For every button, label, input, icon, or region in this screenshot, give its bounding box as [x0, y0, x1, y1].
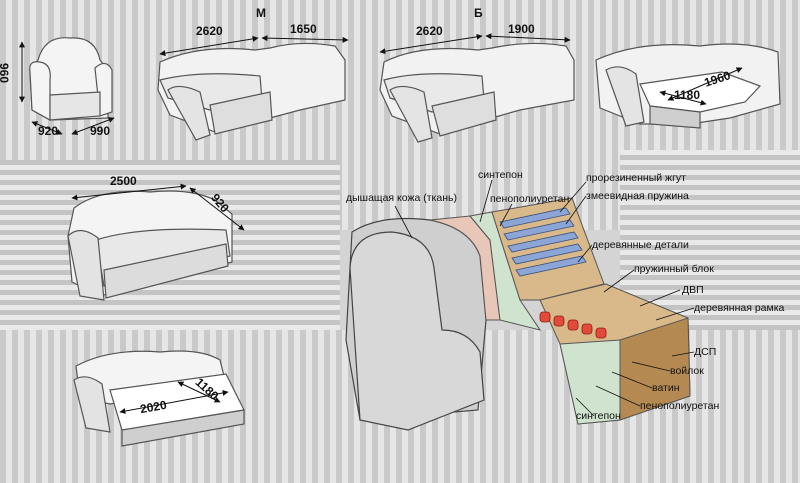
corner-sofa-m-drawing	[157, 42, 346, 141]
label-wood-parts: деревянные детали	[592, 239, 689, 251]
armchair-height-label: 960	[0, 62, 12, 84]
label-vatin: ватин	[652, 382, 680, 394]
seat-foam-layer	[559, 339, 621, 425]
label-snake-spring: змеевидная пружина	[586, 190, 689, 202]
corner-m-right-label: 1650	[290, 22, 317, 36]
corner-bed-width-label: 1180	[674, 88, 701, 102]
armchair-drawing	[29, 37, 113, 122]
label-wood-frame: деревянная рамка	[694, 302, 785, 314]
jute-slats	[499, 207, 587, 277]
background-stripes-right	[620, 150, 800, 330]
label-dsp: ДСП	[694, 346, 717, 358]
label-foam-top: пенополиуретан	[490, 193, 570, 205]
label-sintepon-bottom: синтепон	[576, 410, 621, 422]
corner-b-right-label: 1900	[508, 22, 535, 36]
corner-b-left-label: 2620	[416, 24, 443, 38]
label-felt: войлок	[670, 365, 704, 377]
label-sintepon-top: синтепон	[478, 169, 523, 181]
corner-m-left-label: 2620	[196, 24, 223, 38]
armchair-depth-label: 990	[90, 124, 111, 138]
armrest	[349, 231, 485, 431]
leader-lines	[394, 179, 695, 417]
label-foam-bottom: пенополиуретан	[640, 400, 720, 412]
corner-sofa-b-drawing	[379, 42, 575, 143]
label-leather: дышащая кожа (ткань)	[346, 192, 457, 204]
sofa-length-label: 2500	[110, 174, 137, 188]
armchair-width-label: 920	[38, 124, 59, 138]
label-jute: прорезиненный жгут	[586, 172, 686, 184]
corner-b-letter: Б	[474, 6, 483, 20]
sofa-drawing	[67, 190, 233, 301]
spring-block	[539, 311, 607, 339]
label-spring-block: пружинный блок	[634, 263, 714, 275]
corner-m-letter: М	[256, 6, 266, 20]
cutaway-section	[345, 197, 691, 431]
label-dvp: ДВП	[682, 284, 704, 296]
corner-sofa-bed-drawing	[595, 43, 781, 129]
